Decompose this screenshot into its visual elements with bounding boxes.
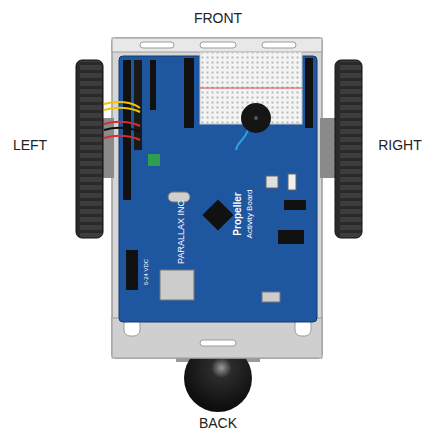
sd-card-slot (160, 270, 194, 300)
direction-label: RIGHT (378, 138, 422, 152)
reset-button (266, 176, 278, 188)
chassis-slot (200, 42, 236, 48)
ic (284, 200, 306, 210)
piezo-hole (254, 116, 258, 120)
direction-label: BACK (199, 416, 237, 430)
header-strip (305, 58, 313, 128)
breadboard-rail (200, 88, 302, 89)
chassis-slot (262, 42, 296, 48)
regulator (278, 230, 304, 244)
header-strip (150, 60, 156, 110)
servo-wire (104, 136, 140, 140)
led (148, 154, 160, 166)
servo-wire (104, 128, 140, 132)
servo-wire (104, 108, 140, 112)
power-switch (288, 174, 296, 190)
direction-label: FRONT (194, 11, 242, 25)
chassis-rear (112, 318, 322, 358)
power-jack (126, 250, 138, 290)
header-strip (184, 58, 194, 128)
wheel-hub (320, 118, 336, 178)
board-silkscreen: Activity Board (246, 190, 254, 239)
left-wheel (76, 60, 103, 238)
chassis-front-lip (112, 38, 322, 52)
direction-label: LEFT (13, 138, 47, 152)
board-silkscreen: Propeller (233, 192, 243, 235)
jumper-wire (236, 130, 248, 150)
usb-port (262, 292, 280, 302)
board-silkscreen: 6-24 VDC (143, 259, 149, 285)
chassis-slot (200, 340, 236, 346)
right-wheel (335, 60, 362, 238)
board-silkscreen: PARALLAX INC (177, 200, 186, 264)
piezo-buzzer (241, 103, 271, 133)
chassis-plate (112, 38, 322, 358)
propeller-chip (202, 199, 233, 230)
header-strip (123, 60, 131, 200)
servo-wire (104, 122, 140, 126)
chassis-slot (140, 42, 174, 48)
